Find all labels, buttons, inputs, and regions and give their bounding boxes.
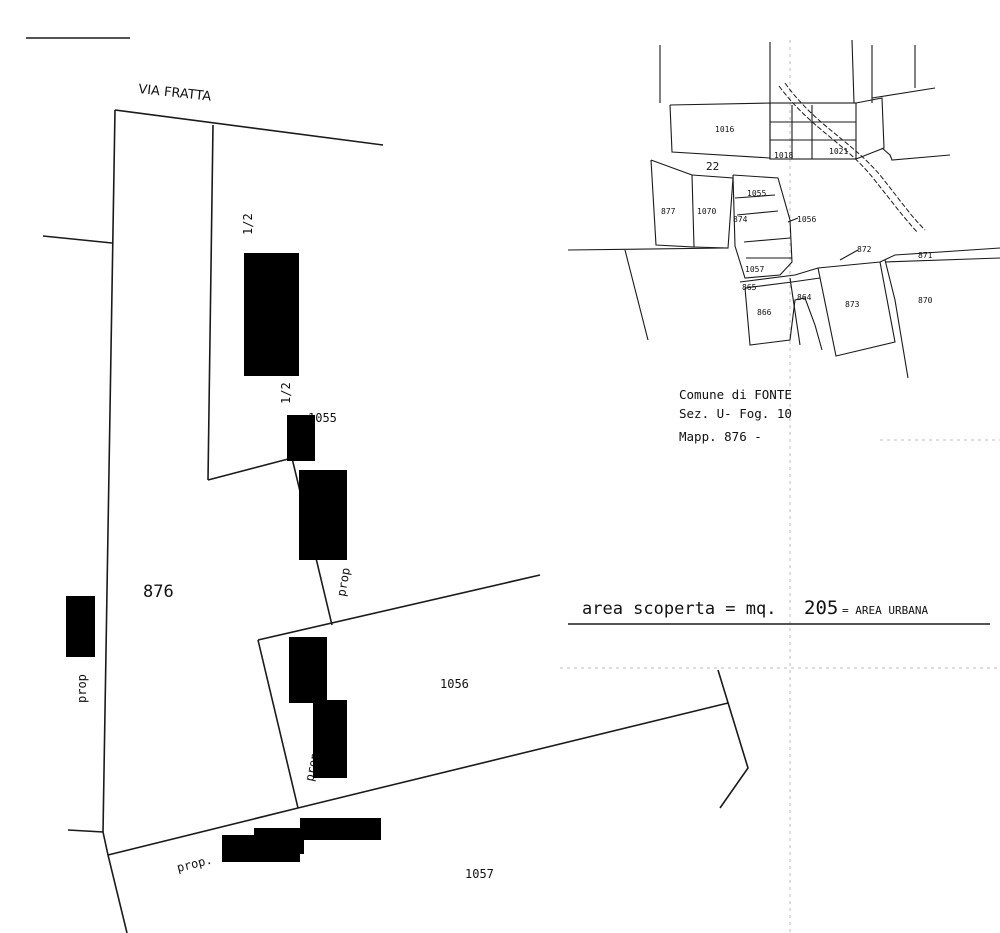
inset-line xyxy=(743,237,791,243)
inset-label: 1055 xyxy=(747,189,766,198)
inset-parcel-866 xyxy=(744,287,823,351)
parcel-1057-label: 1057 xyxy=(465,867,494,881)
inset-label: 1057 xyxy=(745,265,764,274)
prop-label-middle: prop xyxy=(334,567,353,598)
parcel-1057-east-boundary xyxy=(717,669,749,809)
redaction-block xyxy=(66,596,95,657)
redactions xyxy=(66,253,381,862)
inset-parcel-877 xyxy=(650,159,695,248)
area-prefix: area scoperta = mq. xyxy=(582,599,776,619)
inset-line xyxy=(624,249,649,341)
inset-label: 22 xyxy=(706,160,719,173)
inset-label: 1056 xyxy=(797,215,816,224)
inset-watercourse xyxy=(778,85,919,234)
inset-label: 874 xyxy=(733,215,748,224)
parcel-1055-south-boundary xyxy=(207,457,293,481)
parcel-1055-label: 1055 xyxy=(308,411,337,425)
inset-line xyxy=(734,194,776,199)
parcel-1057-north-boundary xyxy=(297,702,729,809)
inset-label: 1021 xyxy=(829,147,848,156)
inset-line xyxy=(884,259,909,379)
neighbor-boundary-west xyxy=(42,235,113,244)
cadastral-notes: Comune di FONTE Sez. U- Fog. 10 Mapp. 87… xyxy=(679,387,792,444)
parcel-1056-label: 1056 xyxy=(440,677,469,691)
redaction-block xyxy=(287,415,315,461)
inset-parcel-block-1021 xyxy=(769,102,857,160)
redaction-block xyxy=(289,637,327,703)
prop-label-bottom: prop. xyxy=(175,853,213,875)
comune-label: Comune di FONTE xyxy=(679,387,792,402)
inset-label: 1018 xyxy=(774,151,793,160)
inset-line xyxy=(789,277,801,346)
parcel-1056-west-boundary xyxy=(257,639,299,809)
area-suffix: = AREA URBANA xyxy=(842,604,928,617)
inset-line xyxy=(736,210,779,216)
inset-road-edge xyxy=(739,247,1000,283)
redaction-block xyxy=(222,835,300,862)
main-plan: VIA FRATTA 876 1055 1056 1057 1/2 1/2 pr… xyxy=(42,82,749,933)
fraction-lower: 1/2 xyxy=(279,382,293,404)
inset-leader-line xyxy=(787,217,799,223)
inset-line xyxy=(851,39,855,104)
inset-map: 1016 1018 1021 22 877 1070 1055 874 1056… xyxy=(567,39,1000,379)
area-value: 205 xyxy=(804,597,838,619)
prop-label-left: prop xyxy=(75,674,89,703)
inset-line xyxy=(744,277,821,289)
parcel-1057-west-boundary xyxy=(67,829,128,933)
inset-line xyxy=(855,97,885,160)
mappale-label: Mapp. 876 - xyxy=(679,429,762,444)
inset-label: 871 xyxy=(918,251,933,260)
parcel-876-label: 876 xyxy=(143,582,174,602)
parcel-876-south-boundary xyxy=(107,807,299,856)
inset-leader-line xyxy=(839,249,859,261)
inset-parcel-labels: 1016 1018 1021 22 877 1070 1055 874 1056… xyxy=(661,125,933,317)
inset-label: 1016 xyxy=(715,125,734,134)
redaction-block xyxy=(299,470,347,560)
inset-parcel-1055 xyxy=(732,174,793,279)
inset-label: 873 xyxy=(845,300,860,309)
inset-parcel-873 xyxy=(817,261,896,357)
inset-label: 872 xyxy=(857,245,872,254)
street-boundary xyxy=(114,109,384,146)
inset-label: 864 xyxy=(797,293,812,302)
inset-label: 865 xyxy=(742,283,757,292)
inset-label: 877 xyxy=(661,207,676,216)
sezione-foglio-label: Sez. U- Fog. 10 xyxy=(679,406,792,421)
inset-label: 1070 xyxy=(697,207,716,216)
inset-label: 870 xyxy=(918,296,933,305)
inset-line xyxy=(567,247,728,251)
fraction-upper: 1/2 xyxy=(241,213,255,235)
parcel-1056-north-boundary xyxy=(257,574,541,641)
parcel-1055-west-boundary xyxy=(207,124,214,481)
inset-watercourse xyxy=(784,82,926,231)
redaction-block xyxy=(313,700,347,778)
parcel-876-west-boundary xyxy=(102,109,116,833)
redaction-block xyxy=(300,818,381,840)
inset-line xyxy=(884,257,1000,263)
inset-line xyxy=(881,147,951,161)
inset-line xyxy=(871,87,936,99)
street-label: VIA FRATTA xyxy=(138,82,212,105)
inset-label: 866 xyxy=(757,308,772,317)
redaction-block xyxy=(244,253,299,376)
inset-parcel-1070 xyxy=(691,174,734,249)
area-statement: area scoperta = mq. 205 = AREA URBANA xyxy=(568,597,990,625)
